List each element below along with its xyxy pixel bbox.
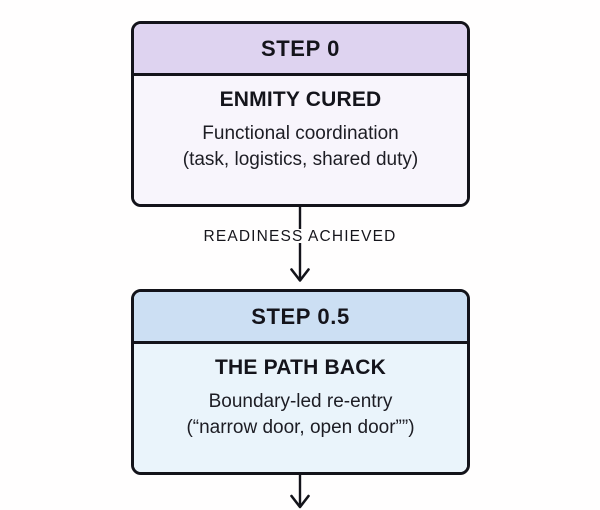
flow-node-step-0-description-line-2: (task, logistics, shared duty) — [182, 148, 419, 170]
flow-node-step-0-header: STEP 0 — [134, 24, 467, 76]
flow-node-step-0-5-description: Boundary-led re-entry (“narrow door, ope… — [148, 389, 453, 440]
flow-node-step-0-description: Functional coordination (task, logistics… — [148, 121, 453, 172]
flow-node-step-0-5-title: THE PATH BACK — [215, 356, 386, 379]
connector-arrow-icon — [290, 475, 310, 509]
connector-step-0-5-outgoing — [0, 475, 600, 510]
flow-node-step-0-title: ENMITY CURED — [219, 88, 382, 111]
flow-node-step-0-header-label: STEP 0 — [260, 35, 340, 61]
flow-node-step-0-5-header-label: STEP 0.5 — [251, 303, 350, 329]
flow-node-step-0-5-description-line-1: Boundary-led re-entry — [208, 391, 393, 413]
flow-node-step-0-5[interactable]: STEP 0.5 THE PATH BACK Boundary-led re-e… — [131, 289, 470, 475]
flow-node-step-0-5-description-line-2: (“narrow door, open door””) — [186, 416, 415, 438]
flow-node-step-0-body: ENMITY CURED Functional coordination (ta… — [134, 76, 467, 204]
flow-node-step-0[interactable]: STEP 0 ENMITY CURED Functional coordinat… — [131, 21, 470, 207]
connector-step-0-to-step-0-5 — [0, 207, 600, 289]
flow-node-step-0-5-header: STEP 0.5 — [134, 292, 467, 344]
flow-node-step-0-5-body: THE PATH BACK Boundary-led re-entry (“na… — [134, 344, 467, 472]
flow-node-step-0-description-line-1: Functional coordination — [202, 123, 399, 145]
connector-arrow-icon — [290, 207, 310, 282]
